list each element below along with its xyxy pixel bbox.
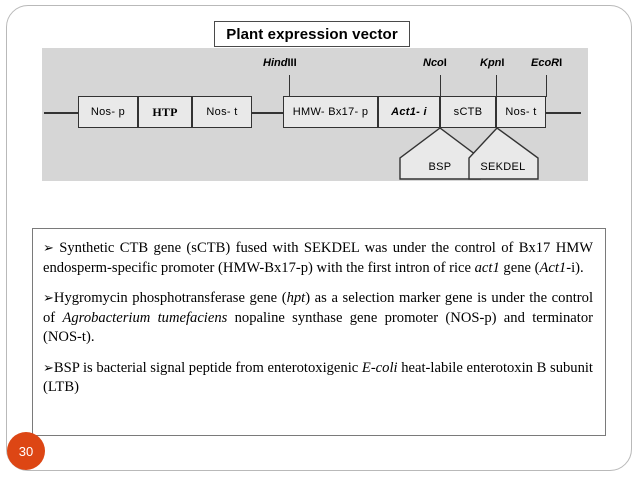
restriction-label-kpni: KpnI — [480, 57, 504, 69]
paragraph-2-run-3: ) as a selection marker gene is under th… — [43, 290, 594, 326]
paragraph-1-run-2: act1 — [474, 259, 500, 276]
slide-title-box: Plant expression vector — [214, 21, 410, 47]
callout-sekdel-shape — [468, 128, 539, 180]
gene-box-act1-i: Act1- i — [378, 96, 440, 128]
restriction-tick-kpni — [496, 75, 497, 97]
description-text-box: ➢ Synthetic CTB gene (sCTB) fused with S… — [32, 228, 606, 436]
gene-box-nos-t-2: Nos- t — [496, 96, 546, 128]
paragraph-2: ➢Hygromycin phosphotransferase gene (hpt… — [43, 289, 593, 348]
paragraph-1-run-3: gene ( — [499, 259, 540, 276]
restriction-tick-ecori — [546, 75, 547, 97]
restriction-label-hindiii-roman: III — [287, 57, 297, 69]
gene-box-hmw-bx17-p: HMW- Bx17- p — [283, 96, 378, 128]
paragraph-3: ➢BSP is bacterial signal peptide from en… — [43, 359, 593, 398]
page-number-badge: 30 — [7, 432, 45, 470]
paragraph-3-run-1: BSP is bacterial signal peptide from ent… — [53, 359, 362, 376]
backbone-line-left — [44, 112, 78, 114]
restriction-label-ncoi: NcoI — [423, 57, 447, 69]
restriction-label-kpni-roman: I — [501, 57, 505, 69]
paragraph-2-run-4: Agrobacterium tumefaciens — [62, 309, 228, 326]
callout-sekdel-label: SEKDEL — [480, 161, 526, 173]
gene-box-nos-t-1: Nos- t — [192, 96, 252, 128]
paragraph-1: ➢ Synthetic CTB gene (sCTB) fused with S… — [43, 239, 593, 278]
backbone-line-right — [545, 112, 581, 114]
gene-box-nos-p: Nos- p — [78, 96, 138, 128]
paragraph-1-run-5: -i). — [566, 259, 584, 276]
paragraph-2-bullet-icon: ➢ — [43, 291, 54, 306]
callout-sekdel: SEKDEL — [466, 128, 572, 180]
paragraph-2-run-1: Hygromycin phosphotransferase gene ( — [53, 290, 287, 306]
restriction-label-ecori-italic: EcoR — [531, 57, 560, 69]
callout-bsp-label: BSP — [428, 161, 452, 173]
paragraph-1-run-1: Synthetic CTB gene (sCTB) fused with SEK… — [43, 240, 593, 276]
paragraph-2-run-5: nopaline synthase gene promoter (NOS-p) … — [43, 309, 593, 346]
restriction-label-ncoi-italic: Nco — [423, 57, 444, 69]
paragraph-1-run-4: Act1 — [539, 259, 567, 276]
vector-diagram-panel: Nos- p HTP Nos- t HMW- Bx17- p Act1- i s… — [42, 48, 588, 181]
page-number-label: 30 — [18, 443, 34, 459]
page-title: Plant expression vector — [226, 25, 398, 43]
paragraph-3-run-3: heat-labile enterotoxin B subunit (LTB) — [43, 359, 593, 396]
restriction-label-ecori-roman: I — [559, 57, 563, 69]
paragraph-3-run-2: E-coli — [361, 359, 398, 376]
restriction-label-kpni-italic: Kpn — [480, 57, 502, 69]
paragraph-1-bullet-icon: ➢ — [43, 241, 54, 256]
restriction-label-hindiii: HindIII — [263, 57, 297, 69]
restriction-label-ncoi-roman: I — [443, 57, 447, 69]
paragraph-3-bullet-icon: ➢ — [43, 360, 54, 376]
restriction-tick-ncoi — [440, 75, 441, 97]
restriction-label-hindiii-italic: Hind — [263, 57, 288, 69]
backbone-line-middle — [251, 112, 283, 114]
restriction-tick-hindiii — [289, 75, 290, 97]
restriction-label-ecori: EcoRI — [531, 57, 562, 69]
paragraph-2-run-2: hpt — [286, 290, 306, 306]
gene-box-htp: HTP — [138, 96, 192, 128]
gene-box-sctb: sCTB — [440, 96, 496, 128]
